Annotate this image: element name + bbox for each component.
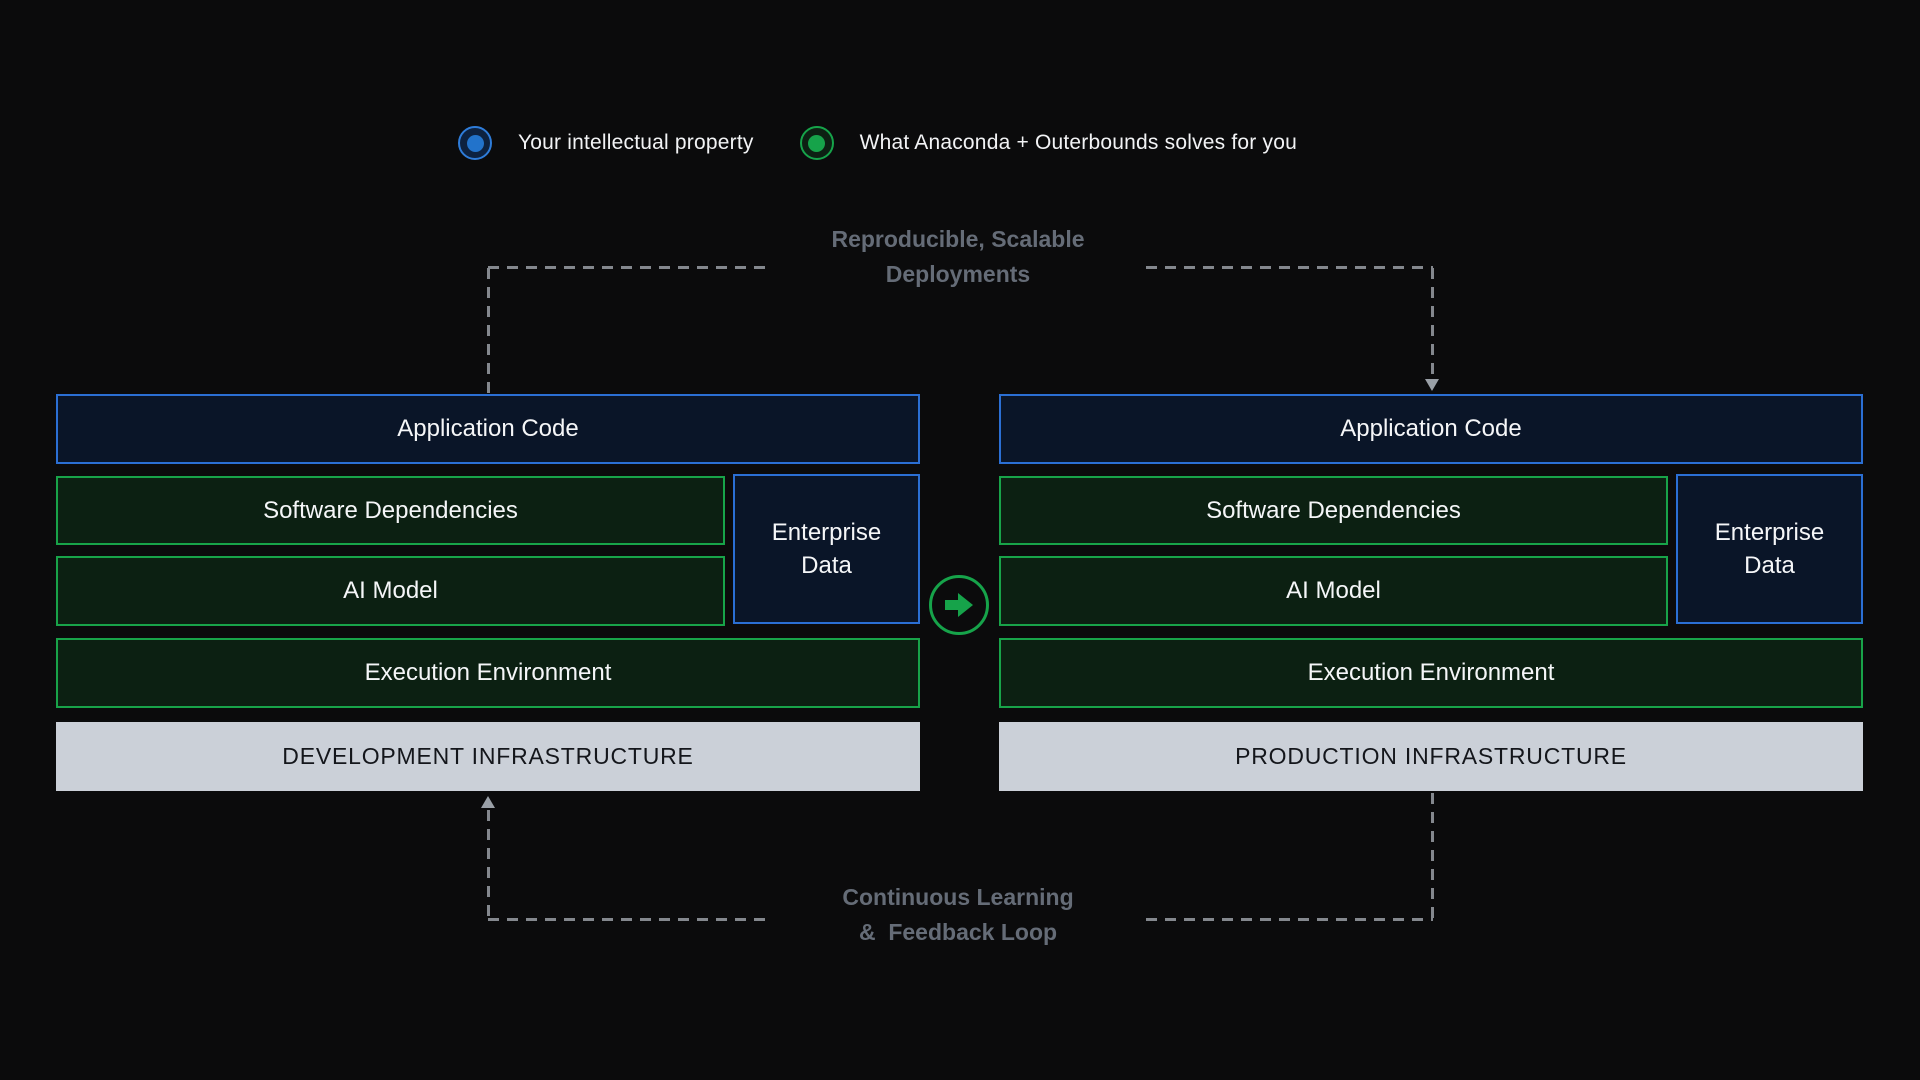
production-stack: Application Code Software Dependencies E…	[999, 394, 1863, 791]
legend-label: What Anaconda + Outerbounds solves for y…	[859, 131, 1297, 154]
legend-item-intellectual-property: Your intellectual property	[458, 126, 754, 160]
arrow-right-glyph	[945, 593, 973, 617]
blue-dot-icon	[458, 126, 492, 160]
caption-line: Reproducible, Scalable	[831, 226, 1085, 252]
bottom-caption: Continuous Learning & Feedback Loop	[748, 880, 1168, 950]
top-caption: Reproducible, Scalable Deployments	[748, 222, 1168, 292]
caption-line: Continuous Learning	[842, 884, 1074, 910]
arrow-right-icon	[929, 575, 989, 635]
execution-environment-box: Execution Environment	[999, 638, 1863, 708]
legend-label: Your intellectual property	[518, 131, 754, 154]
dashed-connector-bottom-right-horizontal	[1146, 918, 1433, 921]
software-dependencies-box: Software Dependencies	[999, 476, 1668, 545]
development-infrastructure-box: DEVELOPMENT INFRASTRUCTURE	[56, 722, 920, 791]
dashed-connector-top-left-vertical	[487, 268, 490, 393]
software-dependencies-box: Software Dependencies	[56, 476, 725, 545]
dashed-connector-bottom-left-vertical	[487, 810, 490, 920]
legend: Your intellectual property What Anaconda…	[458, 123, 1297, 163]
dashed-connector-top-right-horizontal	[1146, 266, 1433, 269]
development-stack: Application Code Software Dependencies E…	[56, 394, 920, 791]
dashed-connector-bottom-right-vertical	[1431, 793, 1434, 921]
application-code-box: Application Code	[999, 394, 1863, 464]
application-code-box: Application Code	[56, 394, 920, 464]
arrow-up-icon	[481, 796, 495, 808]
execution-environment-box: Execution Environment	[56, 638, 920, 708]
caption-line: & Feedback Loop	[858, 919, 1058, 945]
production-infrastructure-box: PRODUCTION INFRASTRUCTURE	[999, 722, 1863, 791]
enterprise-data-box: Enterprise Data	[733, 474, 920, 624]
enterprise-data-box: Enterprise Data	[1676, 474, 1863, 624]
dashed-connector-top-left-horizontal	[488, 266, 772, 269]
dashed-connector-bottom-left-horizontal	[488, 918, 772, 921]
caption-line: Deployments	[885, 261, 1031, 287]
green-dot-icon	[799, 126, 834, 160]
arrow-down-icon	[1425, 379, 1439, 391]
ai-model-box: AI Model	[56, 556, 725, 626]
ai-model-box: AI Model	[999, 556, 1668, 626]
dashed-connector-top-right-vertical	[1431, 268, 1434, 378]
legend-item-anaconda-outerbounds: What Anaconda + Outerbounds solves for y…	[799, 126, 1297, 160]
